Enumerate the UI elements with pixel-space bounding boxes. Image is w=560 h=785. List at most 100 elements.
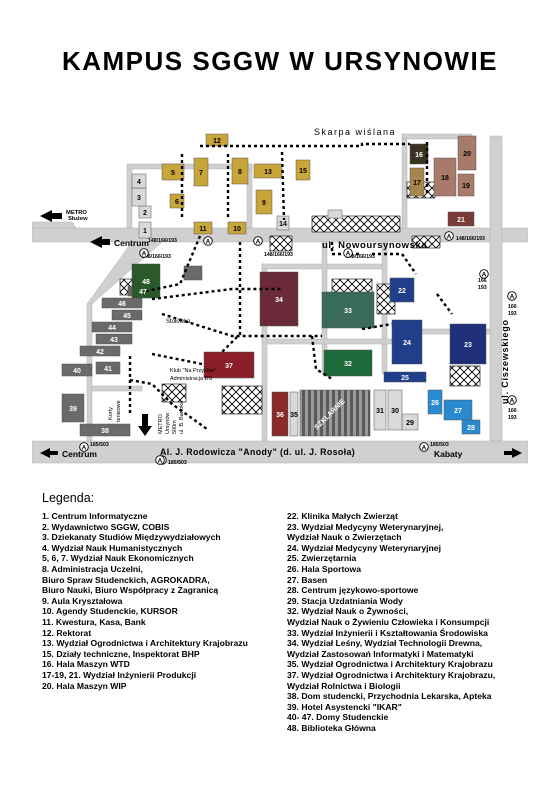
bus-stop-icon: A [507,395,517,405]
building-number-13: 13 [264,169,272,176]
building-7[interactable] [193,157,209,187]
building-45[interactable] [111,309,143,321]
building-number-38: 38 [101,428,109,435]
building-36[interactable] [271,391,289,437]
building-number-47: 47 [139,289,147,296]
szklarnie-area [299,389,371,437]
building-21[interactable] [447,211,475,227]
label-metro-south-2: Ursynów [165,413,171,434]
building-43[interactable] [95,333,133,345]
building-10[interactable] [227,221,247,235]
building-12[interactable] [205,133,229,147]
bus-stop-letter: A [346,251,351,258]
legend-item: 13. Wydział Ogrodnictwa i Architektury K… [42,638,248,649]
building-1[interactable] [138,221,152,239]
building-number-19: 19 [462,183,470,190]
label-road-nowoursynowska: ul. Nowoursynowska [322,240,427,251]
label-klub-2: Administracja DS [170,376,213,382]
building-number-48: 48 [142,279,150,286]
building-25[interactable] [383,371,427,383]
building-40[interactable] [61,363,93,377]
legend-item: 48. Biblioteka Główna [287,722,376,733]
building-number-10: 10 [233,226,241,233]
building-20[interactable] [457,135,477,171]
bus-stop-letter: A [142,251,147,258]
bus-stop-letter: A [447,234,452,241]
road-inner-3 [401,133,408,229]
building-14[interactable] [276,215,290,231]
legend-item: 24. Wydział Medycyny Weterynaryjnej [287,542,441,553]
legend-item: 39. Hotel Asystencki "IKAR" [287,701,402,712]
bus-stop-letter: A [482,272,487,279]
building-4[interactable] [131,173,147,189]
building-30[interactable] [387,389,403,431]
building-46[interactable] [101,297,143,309]
bus-stop-icon: A [479,269,489,279]
building-number-43: 43 [110,337,118,344]
path-14 [151,352,203,366]
building-34[interactable] [259,271,299,327]
building-42[interactable] [79,345,121,357]
building-28[interactable] [461,419,481,435]
arrow-right-kabaty-icon [504,448,522,458]
building-number-7: 7 [199,170,203,177]
building-44[interactable] [91,321,133,333]
building-31[interactable] [373,389,387,431]
road-inner-12 [266,338,393,345]
building-24[interactable] [391,319,423,365]
building-11[interactable] [193,221,213,235]
bus-stop-icon: A [203,236,213,246]
legend-item: 32. Wydział Nauk o Żywności, [287,606,409,617]
building-37[interactable] [203,351,255,379]
hatch-4 [411,235,441,249]
building-number-46: 46 [118,301,126,308]
road-inner-5 [126,163,253,170]
building-27[interactable] [443,399,473,421]
bus-stop-letter: A [82,445,87,452]
bus-label-166-c: 166 [508,408,517,414]
label-skarpa: Skarpa wiślana [314,127,396,137]
building-9[interactable] [255,189,273,215]
label-road-ciszewskiego: ul. Ciszewskiego [500,319,510,404]
building-38[interactable] [79,423,131,437]
bus-stops: 148/166/193 148/166/193 148/166/193 148/… [90,236,517,466]
label-stolowka: Stołówka [166,319,191,325]
building-32[interactable] [323,349,373,377]
building-26[interactable] [427,389,443,415]
building-39[interactable] [61,393,85,423]
building-number-44: 44 [108,325,116,332]
building-8[interactable] [231,157,249,185]
legend-item: 9. Aula Kryształowa [42,595,123,606]
arrow-left-centrum-bottom-icon [40,448,58,458]
building-19[interactable] [457,173,475,197]
bus-label-185-mid: 185/503 [168,460,187,466]
arrow-left-metro-icon [40,210,62,222]
legend-item: 4. Wydział Nauk Humanistycznych [42,542,183,553]
building-15[interactable] [295,159,311,181]
building-number-4: 4 [137,179,141,186]
legend-item: 34. Wydział Leśny, Wydział Technologii D… [287,638,483,649]
szklarnie-block [299,389,371,437]
building-23[interactable] [449,323,487,365]
building-number-33: 33 [344,308,352,315]
legend-item: Wydział Rolnictwa i Biologii [287,680,401,691]
building-number-11: 11 [199,226,207,233]
label-kabaty: Kabaty [434,449,463,459]
building-number-16: 16 [415,152,423,159]
building-17[interactable] [409,167,425,197]
building-number-15: 15 [299,168,307,175]
building-number-22: 22 [398,288,406,295]
building-number-23: 23 [464,342,472,349]
building-18[interactable] [433,157,457,197]
bus-stop-icon: A [419,442,429,452]
building-number-31: 31 [376,408,384,415]
building-6[interactable] [169,193,185,209]
building-35[interactable] [289,391,299,437]
building-22[interactable] [389,277,415,303]
building-41[interactable] [95,361,121,375]
building-5[interactable] [161,163,185,181]
path-7 [151,287,282,301]
label-centrum-bottom: Centrum [62,449,97,459]
building-33[interactable] [321,291,375,329]
